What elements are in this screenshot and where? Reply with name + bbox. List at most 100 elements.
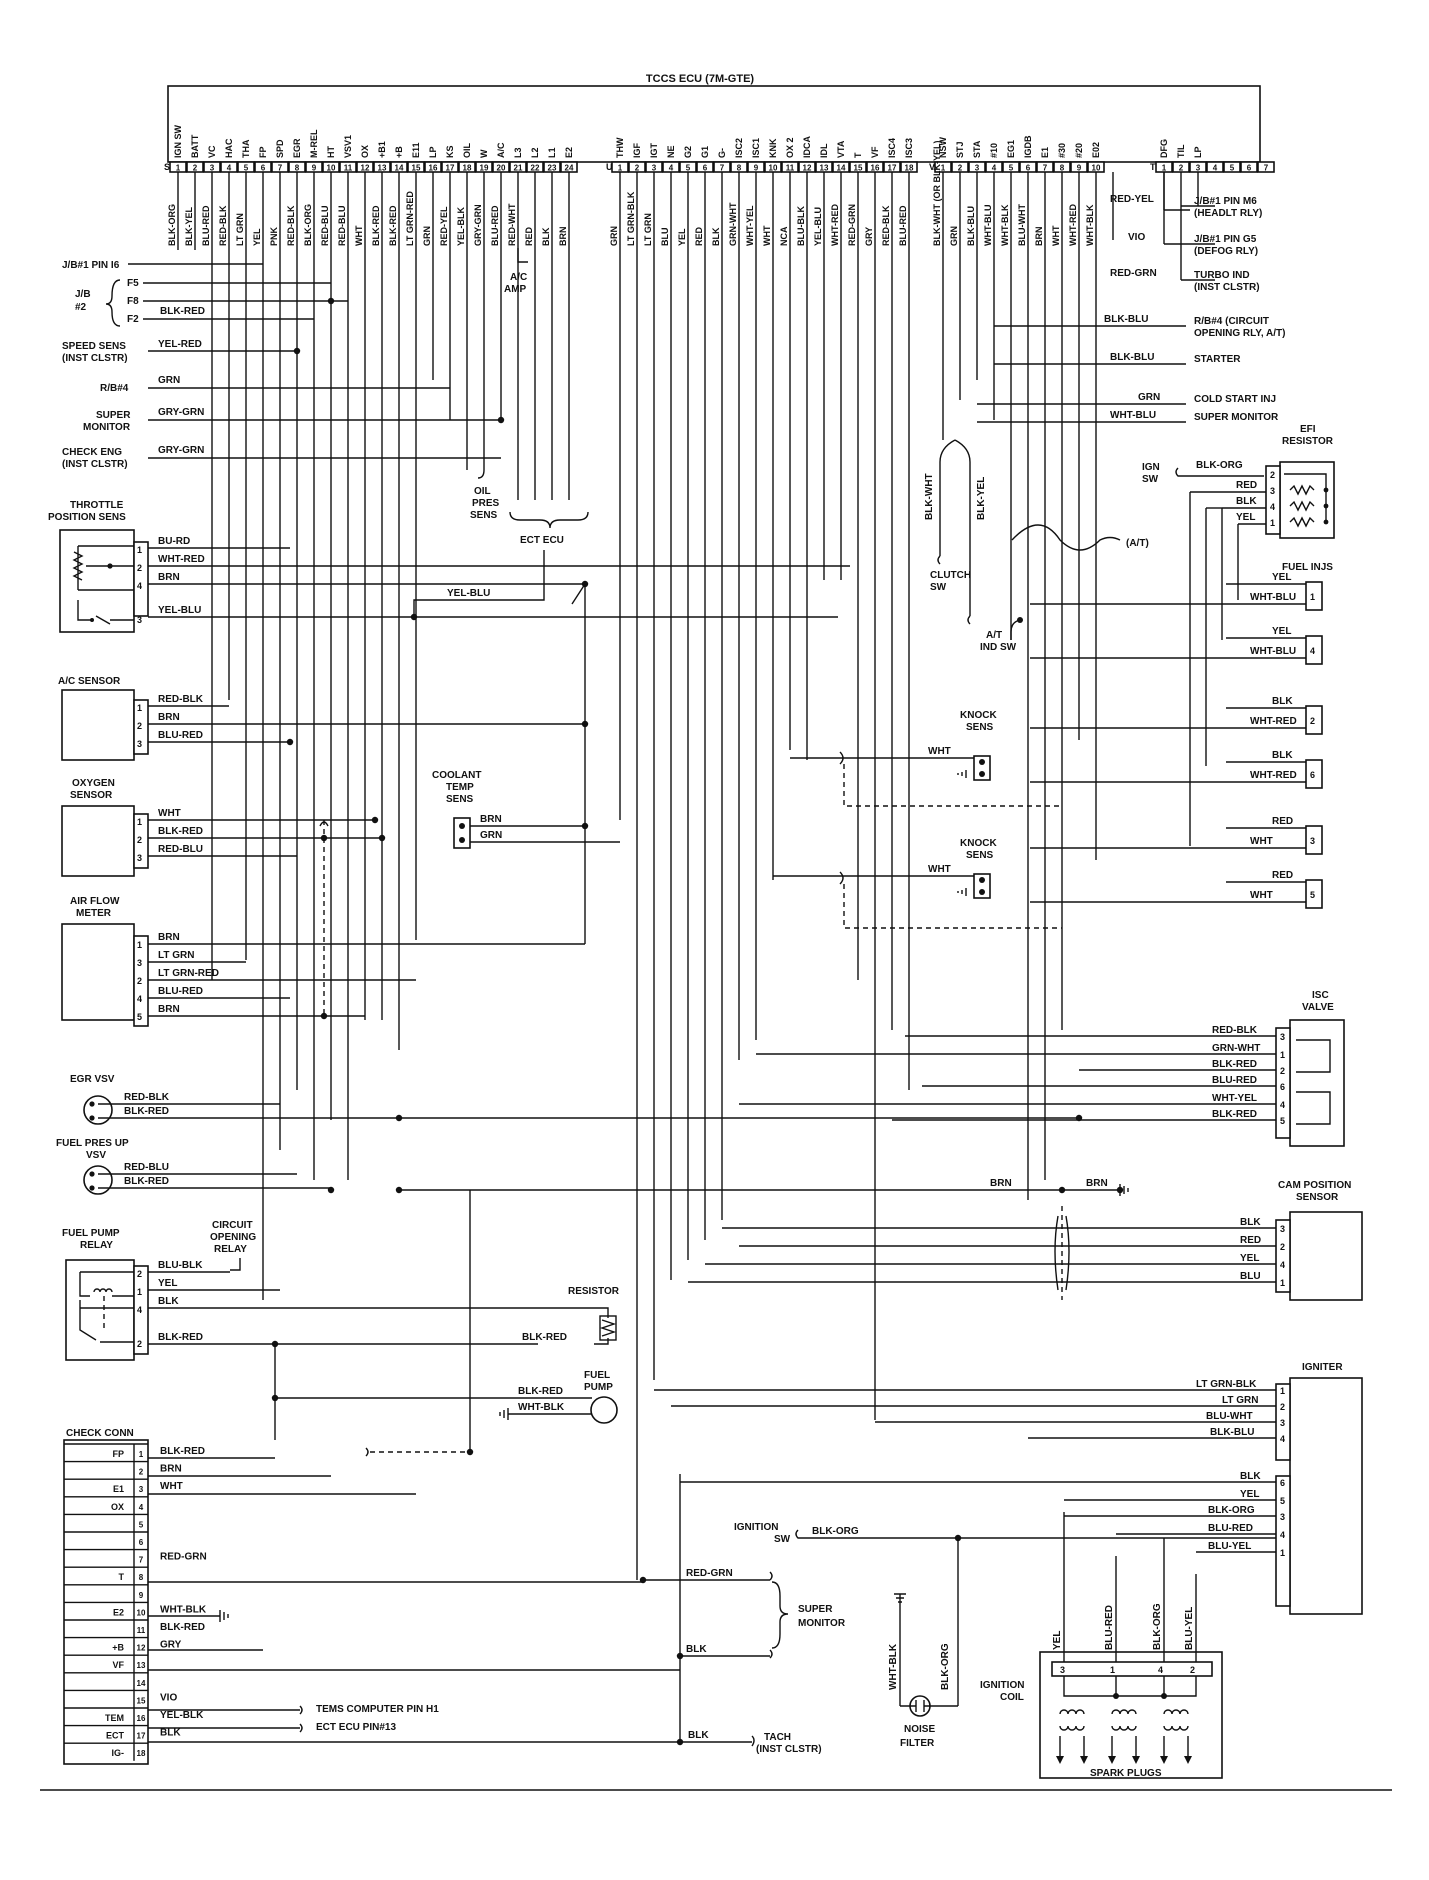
knock2-wire: WHT (928, 864, 951, 875)
ecu-wire-label: WHT-RED (830, 204, 840, 246)
tps-pin-2: 2 (137, 563, 142, 573)
check-row-wire: YEL-BLK (160, 1710, 204, 1721)
ecu-wire-label: BRN (558, 227, 568, 247)
ecu-wire-label: WHT (762, 225, 772, 246)
ecu-pin: 11 (344, 164, 353, 173)
ign-sw-wire: BLK-ORG (812, 1526, 859, 1537)
jb-pin-f5: F5 (127, 278, 139, 289)
tps-wire-3: BRN (158, 572, 180, 583)
ecu-wire-label: RED-BLK (286, 205, 296, 246)
ecu-wire-label: RED-BLU (337, 206, 347, 247)
ecu-wire-label: RED (524, 226, 534, 246)
knock2-title-1: KNOCK (960, 838, 997, 849)
fuel-pres-title-2: VSV (86, 1150, 106, 1161)
check-row-label: T (119, 1572, 125, 1582)
ecu-wire-label: YEL (677, 228, 687, 246)
ecu-wire-label: NCA (779, 226, 789, 246)
ecu-pin: 2 (635, 164, 640, 173)
ecu-pin-label: LP (1193, 146, 1203, 158)
cam-wire: YEL (1240, 1253, 1259, 1264)
ecu-pin: 7 (720, 164, 725, 173)
ecu-wire-label: BLK-BLU (966, 206, 976, 246)
igniter-pin: 1 (1280, 1386, 1285, 1396)
tach-1: TACH (764, 1732, 791, 1743)
igniter-box (1289, 1377, 1363, 1615)
check-row-label: ECT (106, 1731, 125, 1741)
ecu-pin: 6 (703, 164, 708, 173)
right-wire-label: RED-GRN (1110, 268, 1157, 279)
ecu-pin: 1 (941, 164, 946, 173)
ecu-wire-label: WHT-BLK (1000, 204, 1010, 246)
ecu-pin-label: HT (326, 146, 336, 158)
ecu-pin-label: E1 (1040, 147, 1050, 158)
ecu-pin: 12 (361, 164, 370, 173)
cam-title-1: CAM POSITION (1278, 1180, 1351, 1191)
isc-pin: 3 (1280, 1032, 1285, 1042)
igniter-pin: 3 (1280, 1418, 1285, 1428)
speed-sens-label: SPEED SENS (62, 341, 126, 352)
ecu-box (167, 85, 1261, 163)
igniter-pin: 5 (1280, 1496, 1285, 1506)
ecu-pin-label: E2 (564, 147, 574, 158)
knock1-title-2: SENS (966, 722, 994, 733)
ecu-pin: 3 (210, 164, 215, 173)
tps-wire-2: WHT-RED (158, 554, 205, 565)
ecu-pin-label: +B (394, 146, 404, 158)
jb-block: J/B#1 PIN I6 J/B #2 F5 F8 F2 BLK-RED (62, 260, 348, 327)
ecu-vertical-wires (177, 172, 1190, 1580)
coolant-title-2: TEMP (446, 782, 474, 793)
ecu-pin: 6 (1247, 164, 1252, 173)
ecu-pin-label: THW (615, 137, 625, 158)
injector-wire-a: BLK (1272, 696, 1293, 707)
igniter-wire: BLU-WHT (1206, 1411, 1253, 1422)
ecu-wire-label: WHT (1051, 225, 1061, 246)
ecu-wire-label: PNK (269, 226, 279, 246)
efi-wire-4: YEL (1236, 512, 1255, 523)
ecu-pin: 9 (1077, 164, 1082, 173)
ecu-pin: 2 (1179, 164, 1184, 173)
ecu-pin: 5 (1230, 164, 1235, 173)
check-row-pin: 17 (137, 1732, 146, 1741)
oxygen-box (61, 805, 135, 877)
injector-wire-b: WHT-BLU (1250, 646, 1296, 657)
afm-wire-2: LT GRN (158, 950, 194, 961)
ecu-pin-label: OX (360, 145, 370, 158)
fuel-pump-title-1: FUEL (584, 1370, 610, 1381)
fuel-injs-title: FUEL INJS (1282, 562, 1333, 573)
ox-pin-3: 3 (137, 853, 142, 863)
isc-valve-block: ISC VALVE RED-BLK3GRN-WHT1BLK-RED2BLU-RE… (739, 990, 1345, 1147)
air-flow-meter-block: AIR FLOW METER 1 3 2 4 5 BRN LT GRN LT G… (61, 584, 586, 1027)
ecu-pin-label: EGR (292, 138, 302, 158)
ecu-pin-label: IGN SW (173, 124, 183, 158)
super-wire-1: RED-GRN (686, 1568, 733, 1579)
fpr-pin-4: 4 (137, 1305, 142, 1315)
super-wire-2: BLK (686, 1644, 707, 1655)
ecu-pin: 4 (227, 164, 232, 173)
injector-num: 4 (1310, 646, 1315, 656)
ecu-pin-label: VTA (836, 140, 846, 158)
right-wire-label: BLK-BLU (1104, 314, 1148, 325)
check-row-wire: VIO (160, 1692, 177, 1703)
ecu-pin-label: L3 (513, 147, 523, 158)
egr-vsv-circle (83, 1095, 113, 1125)
right-dest: COLD START INJ (1194, 394, 1276, 405)
oxygen-title-1: OXYGEN (72, 778, 115, 789)
ac-sensor-box (61, 689, 135, 761)
tach-wire: BLK (688, 1730, 709, 1741)
ecu-pin: 4 (669, 164, 674, 173)
right-wire-label: WHT-BLU (1110, 410, 1156, 421)
ecu-wire-label: LT GRN (643, 213, 653, 246)
ecu-pin-label: TIL (1176, 144, 1186, 158)
injector-wire-b: WHT-RED (1250, 716, 1297, 727)
super-mon-1: SUPER (798, 1604, 833, 1615)
check-row-pin: 10 (137, 1608, 146, 1617)
ecu-pin: 11 (786, 164, 795, 173)
ecu-pin: 24 (565, 164, 574, 173)
ecu-wire-label: WHT-BLK (1085, 204, 1095, 246)
isc-wire: BLK-RED (1212, 1109, 1257, 1120)
check-row-pin: 12 (137, 1644, 146, 1653)
efi-pin-1: 1 (1270, 518, 1275, 528)
right-wire-label: GRN (1138, 392, 1160, 403)
ecu-pin: 2 (193, 164, 198, 173)
